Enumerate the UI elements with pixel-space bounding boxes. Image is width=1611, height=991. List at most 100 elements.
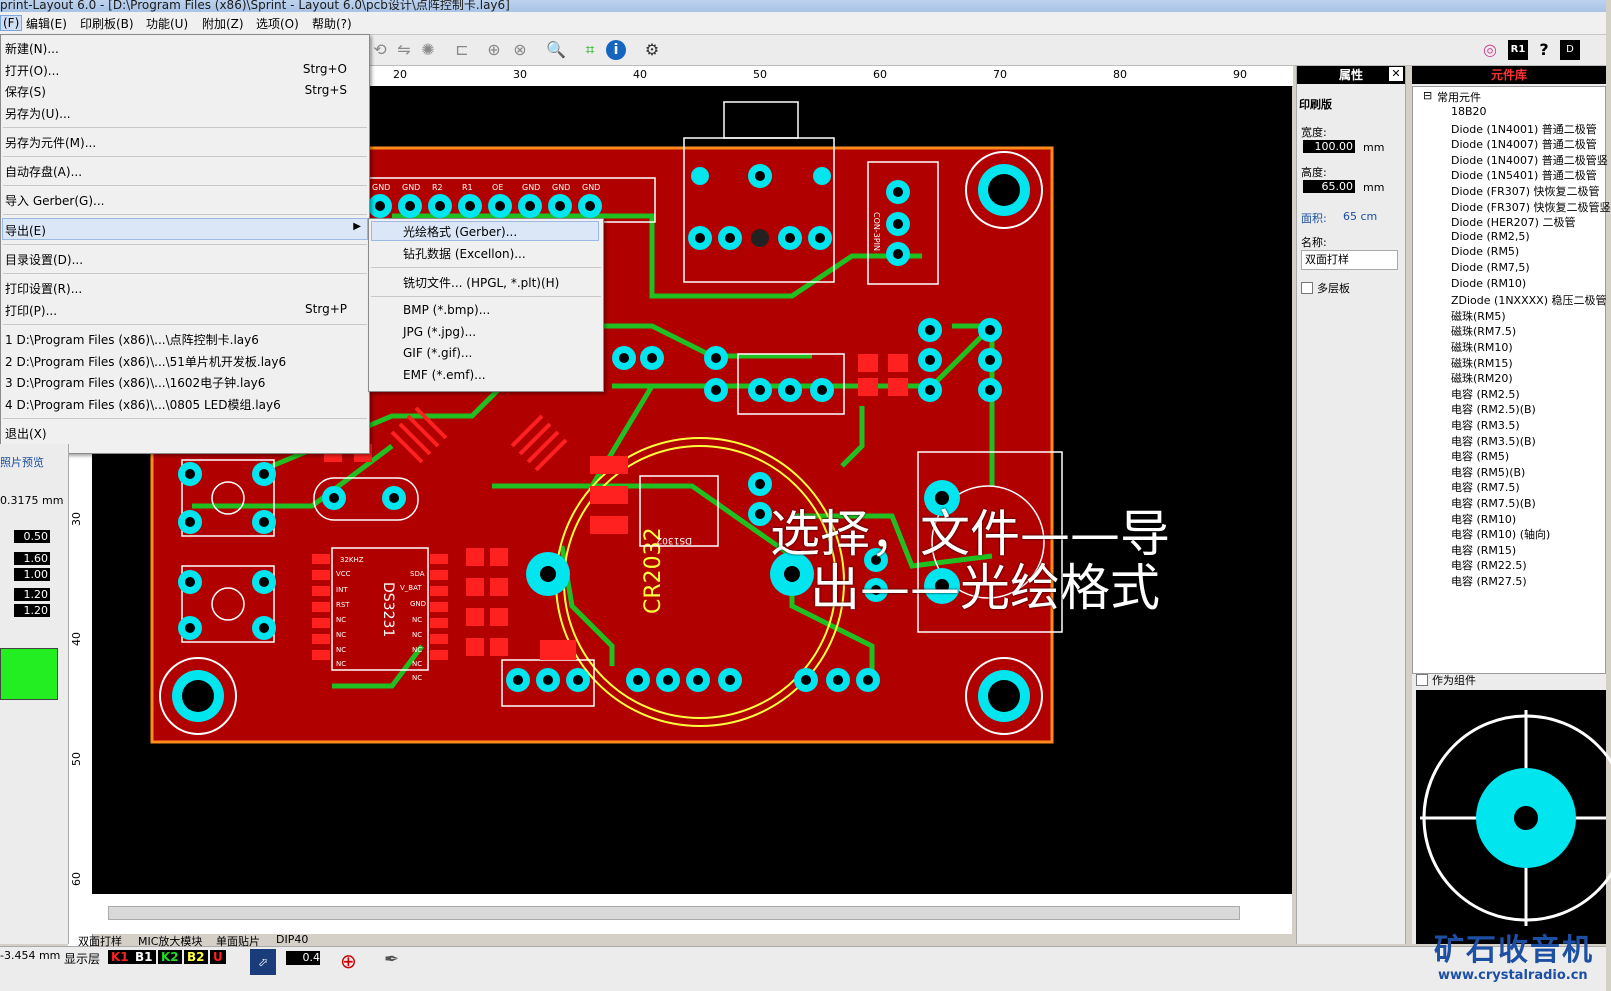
track-width-field[interactable]: 0.50 xyxy=(14,530,50,543)
menu-item-recent-4[interactable]: 4 D:\Program Files (x86)\...\0805 LED模组.… xyxy=(5,398,281,412)
library-item[interactable]: 磁珠(RM20) xyxy=(1451,372,1513,386)
multilayer-checkbox[interactable] xyxy=(1301,282,1313,294)
library-item[interactable]: 电容 (RM2.5) xyxy=(1451,387,1520,401)
library-item[interactable]: Diode (RM2,5) xyxy=(1451,229,1530,243)
library-item[interactable]: Diode (1N5401) 普通二极管 xyxy=(1451,169,1597,183)
pad-inner-field[interactable]: 1.00 xyxy=(14,568,50,581)
tab-double-sided[interactable]: 双面打样 xyxy=(78,935,122,948)
menu-item-save[interactable]: 保存(S) xyxy=(5,85,46,99)
zoom-icon[interactable]: 🔍 xyxy=(546,40,566,59)
menu-function[interactable]: 功能(U) xyxy=(146,17,189,31)
tab-mic-module[interactable]: MIC放大模块 xyxy=(138,935,203,948)
library-item[interactable]: 电容 (RM7.5) xyxy=(1451,481,1520,495)
library-item[interactable]: Diode (RM7,5) xyxy=(1451,261,1530,274)
library-item[interactable]: Diode (1N4001) 普通二极管 xyxy=(1451,122,1597,136)
align-icon[interactable]: ⊏ xyxy=(455,40,469,59)
library-item[interactable]: 磁珠(RM10) xyxy=(1451,341,1513,354)
zoom-field[interactable]: 0.4 xyxy=(286,951,320,965)
library-item[interactable]: 电容 (RM10) xyxy=(1451,512,1517,526)
layer-b1[interactable]: B1 xyxy=(132,950,156,964)
library-item[interactable]: 电容 (RM5)(B) xyxy=(1451,465,1526,479)
name-input[interactable]: 双面打样 xyxy=(1301,250,1398,270)
menu-item-recent-2[interactable]: 2 D:\Program Files (x86)\...\51单片机开发板.la… xyxy=(5,355,287,369)
menu-extras[interactable]: 附加(Z) xyxy=(202,17,244,31)
rotate-icon[interactable]: ⟲ xyxy=(373,40,387,59)
library-item[interactable]: 电容 (RM7.5)(B) xyxy=(1451,497,1536,510)
library-item[interactable]: 磁珠(RM15) xyxy=(1451,356,1513,370)
pad-outer-field[interactable]: 1.60 xyxy=(14,552,50,565)
sun-icon[interactable]: ✺ xyxy=(421,40,435,59)
height-field[interactable]: 65.00 xyxy=(1303,180,1355,193)
library-item[interactable]: 18B20 xyxy=(1451,105,1487,118)
layer-b2[interactable]: B2 xyxy=(184,950,208,964)
drc-icon[interactable]: D xyxy=(1560,40,1580,60)
menu-options[interactable]: 选项(O) xyxy=(256,17,299,31)
circle-icon[interactable]: ◎ xyxy=(1483,40,1497,59)
menu-item-export[interactable]: 导出(E) xyxy=(5,224,46,238)
layer-u[interactable]: U xyxy=(210,950,226,964)
crosshair-icon[interactable]: ⊕ xyxy=(340,949,357,973)
scrollbar-thumb[interactable] xyxy=(108,906,1240,920)
library-item[interactable]: 电容 (RM10) (轴向) xyxy=(1451,528,1551,542)
export-emf[interactable]: EMF (*.emf)... xyxy=(403,368,486,382)
smd-width-field[interactable]: 1.20 xyxy=(14,588,50,601)
mirror-icon[interactable]: ⇋ xyxy=(397,40,411,59)
export-jpg[interactable]: JPG (*.jpg)... xyxy=(403,325,477,339)
menu-item-exit[interactable]: 退出(X) xyxy=(5,427,47,441)
color-swatch[interactable] xyxy=(0,648,58,700)
photo-preview-link[interactable]: 照片预览 xyxy=(0,456,44,469)
library-item[interactable]: Diode (RM5) xyxy=(1451,245,1520,259)
menu-item-directory[interactable]: 目录设置(D)... xyxy=(5,253,84,267)
menu-edit[interactable]: 编辑(E) xyxy=(26,17,67,31)
library-item[interactable]: ZDiode (1NXXXX) 稳压二极管 xyxy=(1451,294,1607,308)
layer-k2[interactable]: K2 xyxy=(158,950,182,964)
menu-help[interactable]: 帮助(?) xyxy=(312,17,352,31)
library-item[interactable]: 电容 (RM27.5) xyxy=(1451,575,1527,588)
as-component-checkbox[interactable] xyxy=(1416,674,1428,686)
library-item[interactable]: Diode (RM10) xyxy=(1451,276,1527,290)
library-item[interactable]: 磁珠(RM7.5) xyxy=(1451,325,1517,339)
library-item[interactable]: Diode (FR307) 快恢复二极管 xyxy=(1451,185,1600,198)
library-item[interactable]: 电容 (RM5) xyxy=(1451,450,1510,464)
menu-item-autosave[interactable]: 自动存盘(A)... xyxy=(5,165,83,179)
library-item[interactable]: 电容 (RM15) xyxy=(1451,543,1517,557)
library-item[interactable]: 电容 (RM3.5) xyxy=(1451,419,1520,432)
export-bmp[interactable]: BMP (*.bmp)... xyxy=(403,303,491,317)
menu-item-print[interactable]: 打印(P)... xyxy=(5,304,58,318)
unlock-icon[interactable]: ⊗ xyxy=(513,40,527,59)
menu-item-recent-3[interactable]: 3 D:\Program Files (x86)\...\1602电子钟.lay… xyxy=(5,376,266,390)
menu-item-new[interactable]: 新建(N)... xyxy=(5,42,59,56)
horizontal-scrollbar[interactable] xyxy=(92,894,1292,934)
crop-icon[interactable]: ⌗ xyxy=(585,40,595,59)
menu-item-save-as-component[interactable]: 另存为元件(M)... xyxy=(5,136,97,150)
lock-icon[interactable]: ⊕ xyxy=(487,40,501,59)
close-icon[interactable]: ✕ xyxy=(1389,67,1403,81)
tree-expander-icon[interactable]: ⊟ xyxy=(1423,89,1433,102)
info-icon[interactable]: i xyxy=(606,40,626,60)
smd-height-field[interactable]: 1.20 xyxy=(14,604,50,617)
tab-single-smd[interactable]: 单面贴片 xyxy=(216,935,260,948)
gear-icon[interactable]: ⚙ xyxy=(644,40,660,59)
menu-item-open[interactable]: 打开(O)... xyxy=(5,64,60,78)
library-item[interactable]: Diode (1N4007) 普通二极管 xyxy=(1451,138,1597,152)
menu-file[interactable]: (F) xyxy=(0,15,23,31)
export-gif[interactable]: GIF (*.gif)... xyxy=(403,346,473,360)
help-icon[interactable]: ? xyxy=(1539,40,1549,59)
tab-dip40[interactable]: DIP40 xyxy=(276,933,309,946)
layer-k1[interactable]: K1 xyxy=(108,950,132,964)
export-gerber[interactable]: 光绘格式 (Gerber)... xyxy=(403,225,518,239)
menu-item-import-gerber[interactable]: 导入 Gerber(G)... xyxy=(5,194,105,208)
library-root[interactable]: 常用元件 xyxy=(1437,91,1481,104)
export-excellon[interactable]: 钻孔数据 (Excellon)... xyxy=(403,247,526,261)
export-hpgl[interactable]: 铣切文件... (HPGL, *.plt)(H) xyxy=(403,276,560,290)
menu-item-recent-1[interactable]: 1 D:\Program Files (x86)\...\点阵控制卡.lay6 xyxy=(5,333,259,347)
library-item[interactable]: 电容 (RM22.5) xyxy=(1451,559,1527,573)
pen-icon[interactable]: ✒ xyxy=(384,949,400,970)
menu-board[interactable]: 印刷板(B) xyxy=(80,17,134,31)
library-item[interactable]: Diode (FR307) 快恢复二极管竖 xyxy=(1451,200,1611,214)
library-item[interactable]: 电容 (RM3.5)(B) xyxy=(1451,434,1536,448)
library-item[interactable]: Diode (1N4007) 普通二极管竖 xyxy=(1451,153,1608,167)
library-item[interactable]: Diode (HER207) 二极管 xyxy=(1451,216,1576,230)
library-item[interactable]: 电容 (RM2.5)(B) xyxy=(1451,403,1536,417)
